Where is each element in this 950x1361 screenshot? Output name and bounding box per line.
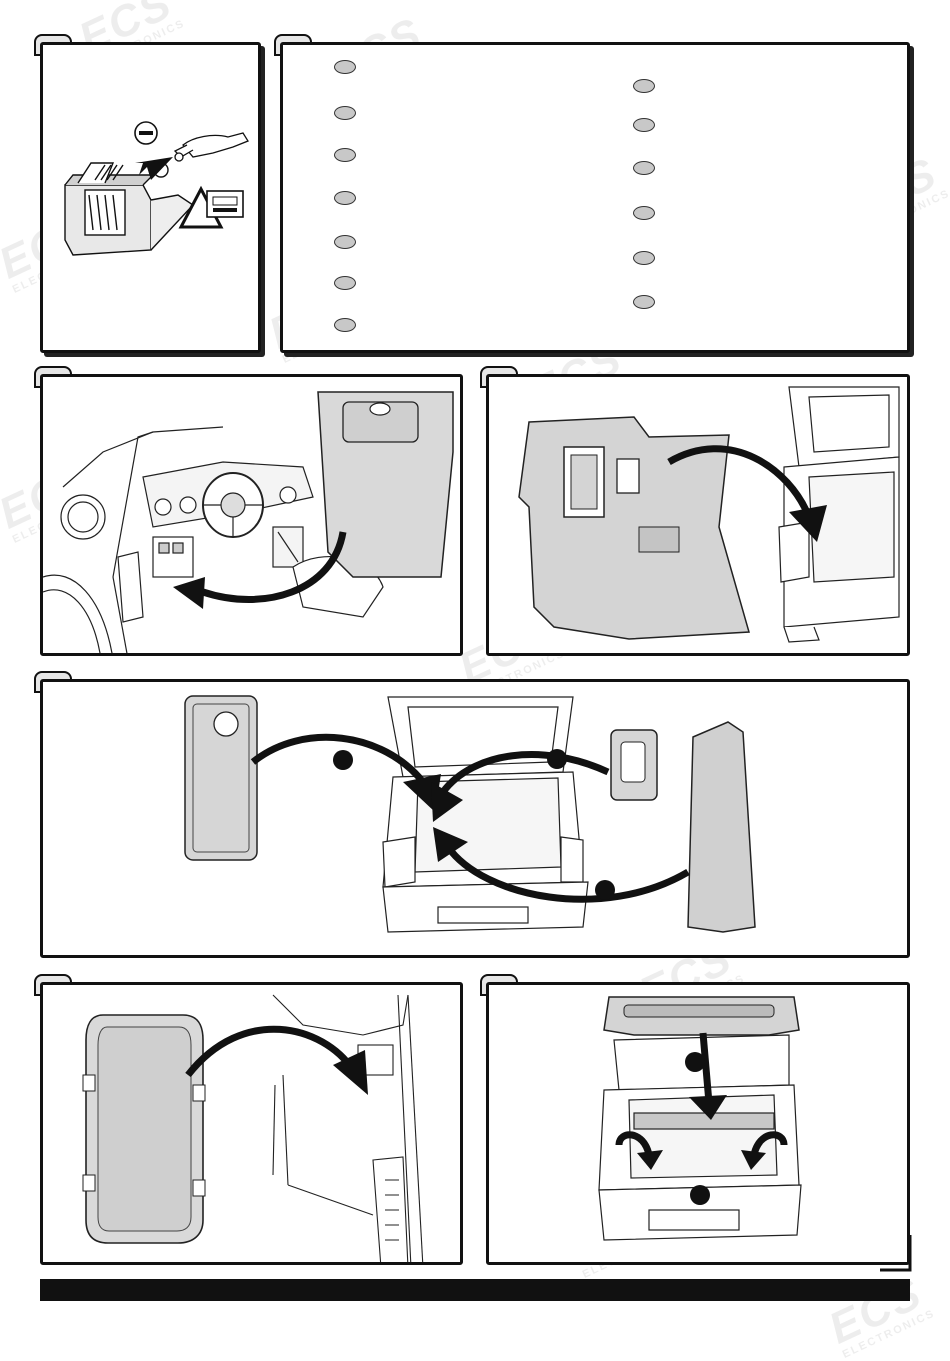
part-bubble xyxy=(334,106,356,120)
panel-access-cover xyxy=(40,982,463,1265)
part-bubble xyxy=(334,235,356,249)
hand xyxy=(173,132,249,162)
install-arrow xyxy=(185,1025,356,1078)
long-side-trim xyxy=(687,721,756,933)
panel-interior-cover xyxy=(40,374,463,656)
part-bubble xyxy=(633,79,655,93)
battery-illustration xyxy=(64,121,249,256)
panel-trunk-trims xyxy=(40,679,910,958)
part-bubble xyxy=(334,148,356,162)
part-bubble xyxy=(633,206,655,220)
part-bubble xyxy=(334,60,356,74)
step-bullet xyxy=(547,749,567,769)
side-trim-illustration xyxy=(518,386,900,643)
install-arrow xyxy=(667,445,813,519)
arrow-2 xyxy=(440,751,610,795)
part-bubble xyxy=(633,295,655,309)
panel-side-trim xyxy=(486,374,910,656)
shelf-arrow xyxy=(699,1032,713,1104)
right-rotate-arrow xyxy=(750,1131,788,1156)
part-bubble xyxy=(334,276,356,290)
arrow-1 xyxy=(250,733,426,785)
panel-parts-list xyxy=(280,42,910,353)
footer-bar xyxy=(40,1279,910,1301)
battery xyxy=(64,162,195,256)
step-bullet xyxy=(333,750,353,770)
part-bubble xyxy=(633,161,655,175)
parcel-shelf-illustration xyxy=(598,996,802,1241)
panel-parcel-shelf xyxy=(486,982,910,1265)
step-bullet xyxy=(595,880,615,900)
part-bubble xyxy=(334,318,356,332)
panel-battery xyxy=(40,42,261,353)
arrow-to-terminal xyxy=(135,157,173,180)
left-rotate-arrow xyxy=(615,1131,653,1156)
trunk-trims-illustration xyxy=(184,695,756,933)
part-bubble xyxy=(633,118,655,132)
arrow-3 xyxy=(445,844,690,903)
step-bullet xyxy=(685,1052,705,1072)
part-bubble xyxy=(334,191,356,205)
removal-arrow xyxy=(201,531,347,603)
part-bubble xyxy=(633,251,655,265)
interior-illustration xyxy=(43,391,454,653)
radio-icon xyxy=(206,190,244,218)
step-bullet xyxy=(690,1185,710,1205)
access-cover-illustration xyxy=(82,994,424,1262)
